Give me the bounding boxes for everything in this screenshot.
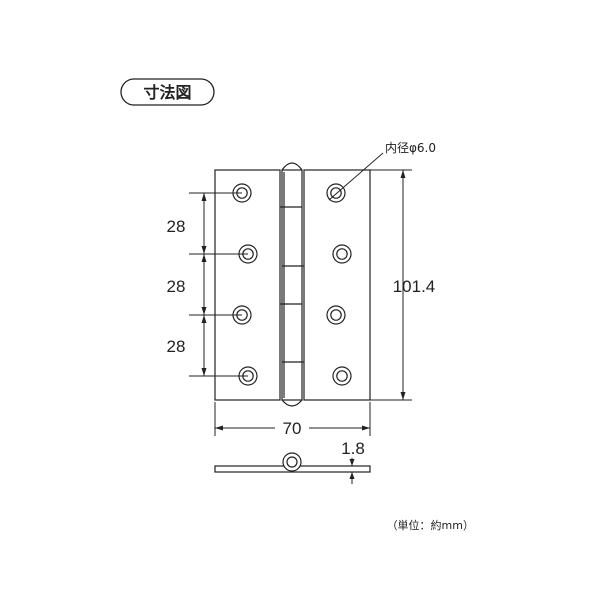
- arrowhead: [201, 315, 207, 323]
- screw-hole: [326, 305, 346, 325]
- arrowhead: [362, 425, 370, 431]
- hinge-front-view: [214, 162, 371, 407]
- screw-hole: [332, 366, 352, 386]
- hole-diameter-label: 内径φ6.0: [385, 141, 436, 155]
- knuckle-barrel: [281, 169, 303, 401]
- knuckle-bottom-cap: [281, 399, 303, 407]
- title-text: 寸法図: [143, 83, 191, 102]
- screw-hole-inner: [330, 309, 342, 321]
- width-label: 70: [283, 419, 302, 438]
- title-badge-frame: [120, 78, 215, 106]
- hinge-side-view: [214, 452, 371, 473]
- hinge-right-leaf: [303, 169, 371, 401]
- arrowhead: [201, 246, 207, 254]
- knuckle-top-cap: [281, 162, 303, 171]
- screw-hole-inner: [336, 370, 348, 382]
- arrowhead: [201, 254, 207, 262]
- screw-hole-inner: [330, 187, 342, 199]
- arrowhead: [400, 170, 406, 178]
- side-view-pin: [286, 456, 298, 468]
- hole-diameter-leader: [328, 152, 384, 201]
- hinge-left-leaf: [214, 169, 281, 401]
- screw-hole: [326, 183, 346, 203]
- side-view-knuckle: [282, 452, 302, 472]
- screw-hole-inner: [336, 248, 348, 260]
- arrowhead: [349, 472, 355, 479]
- hole-spacing-label-middle: 28: [167, 277, 186, 296]
- arrowhead: [201, 368, 207, 376]
- arrowhead: [400, 392, 406, 400]
- arrowhead: [349, 459, 355, 466]
- unit-note: （単位：約mm）: [387, 518, 474, 532]
- arrowhead: [201, 307, 207, 315]
- thickness-label: 1.8: [341, 439, 365, 458]
- hole-spacing-label-bottom: 28: [167, 337, 186, 356]
- arrowhead: [215, 425, 223, 431]
- screw-hole: [332, 244, 352, 264]
- height-label: 101.4: [393, 277, 436, 296]
- hole-spacing-label-top: 28: [167, 217, 186, 236]
- arrowhead: [201, 193, 207, 201]
- dimension-lines: [189, 152, 412, 436]
- title-badge: 寸法図: [120, 78, 215, 106]
- thickness-dimension: [349, 458, 370, 484]
